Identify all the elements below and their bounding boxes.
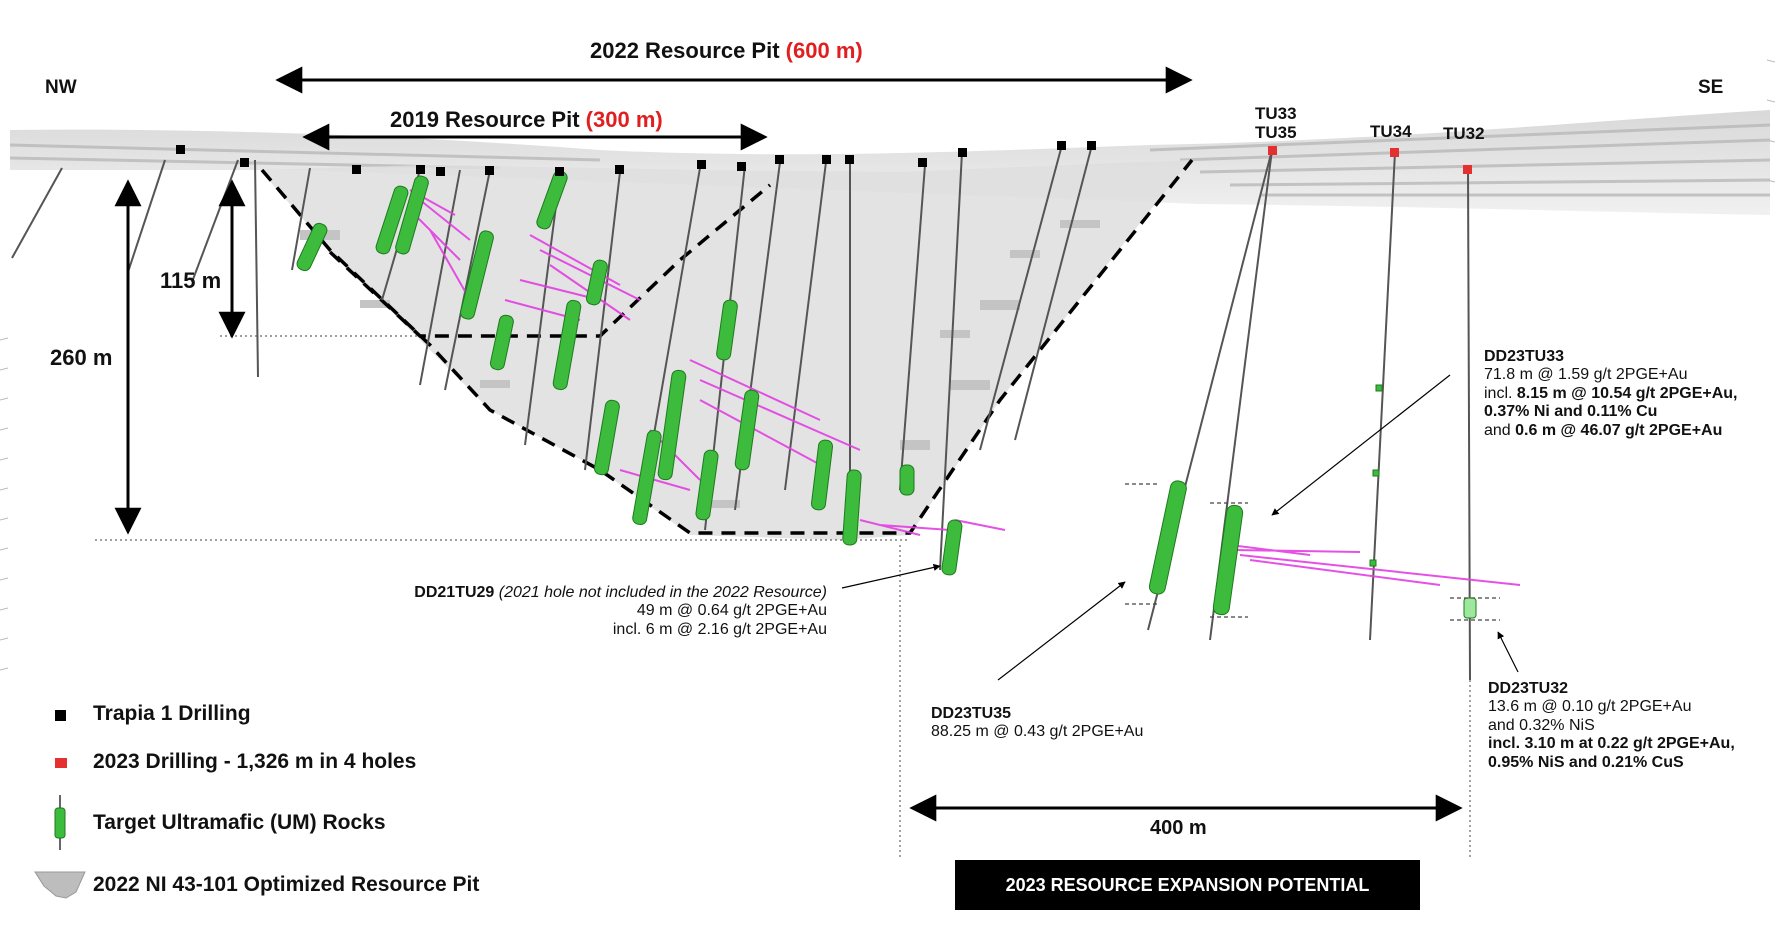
dd23tu33-line2-prefix: incl. [1484, 384, 1517, 402]
legend-2023-symbol [55, 758, 67, 768]
hole-tu33-label: TU33 [1255, 104, 1297, 123]
annotation-dd23tu35: DD23TU35 88.25 m @ 0.43 g/t 2PGE+Au [931, 705, 1143, 742]
reference-lines [95, 335, 1471, 860]
dd23tu33-line4-bold: 0.6 m @ 46.07 g/t 2PGE+Au [1515, 421, 1723, 439]
dd23tu32-line3: incl. 3.10 m at 0.22 g/t 2PGE+Au, [1488, 735, 1735, 753]
direction-right-label: SE [1698, 77, 1724, 98]
frame-edge-ticks [0, 59, 1775, 671]
spacing-400-label: 400 m [1150, 817, 1207, 839]
pit-2022-label: 2022 Resource Pit [590, 38, 780, 63]
pit-2019-title: 2019 Resource Pit (300 m) [390, 107, 663, 132]
dd21tu29-line1: 49 m @ 0.64 g/t 2PGE+Au [636, 602, 827, 620]
dd23tu33-line2: incl. 8.15 m @ 10.54 g/t 2PGE+Au, [1484, 385, 1738, 403]
legend-pit-label: 2022 NI 43-101 Optimized Resource Pit [93, 873, 480, 896]
dd23tu33-line3: 0.37% Ni and 0.11% Cu [1484, 403, 1658, 421]
pit-2022-title: 2022 Resource Pit (600 m) [590, 38, 863, 63]
dd23tu33-line2-bold: 8.15 m @ 10.54 g/t 2PGE+Au, [1516, 384, 1738, 402]
dd21tu29-header: DD21TU29 (2021 hole not included in the … [362, 584, 827, 602]
dd23tu32-line4: 0.95% NiS and 0.21% CuS [1488, 753, 1684, 771]
pit-2022-outline [260, 158, 1194, 535]
hole-tu32-label: TU32 [1443, 124, 1485, 143]
legend-trapia-symbol [55, 710, 66, 721]
dd23tu35-title: DD23TU35 [931, 705, 1012, 722]
dd23tu35-line1: 88.25 m @ 0.43 g/t 2PGE+Au [931, 723, 1144, 741]
depth-260-label: 260 m [50, 345, 113, 370]
annotation-dd23tu33: DD23TU33 71.8 m @ 1.59 g/t 2PGE+Au incl.… [1484, 348, 1738, 440]
legend-um-label: Target Ultramafic (UM) Rocks [93, 811, 386, 834]
interval-ticks [1125, 483, 1500, 621]
trapia-collars [176, 141, 1096, 176]
hole-tu35-label: TU35 [1255, 123, 1297, 142]
dd21tu29-line2: incl. 6 m @ 2.16 g/t 2PGE+Au [612, 620, 827, 638]
direction-left-label: NW [45, 77, 77, 98]
depth-115-label: 115 m [160, 268, 222, 293]
hole-tu34-label: TU34 [1370, 122, 1412, 141]
leader-lines [841, 374, 1519, 681]
dd23tu32-line2: and 0.32% NiS [1488, 716, 1595, 734]
legend-um-symbol [54, 795, 66, 850]
dd23tu33-line4: and 0.6 m @ 46.07 g/t 2PGE+Au [1484, 422, 1738, 440]
dd23tu32-title: DD23TU32 [1488, 680, 1569, 697]
dd21tu29-note: (2021 hole not included in the 2022 Reso… [498, 584, 827, 601]
dd23tu33-title: DD23TU33 [1484, 348, 1565, 365]
annotation-dd21tu29: DD21TU29 (2021 hole not included in the … [362, 584, 827, 639]
drilling-2023-collars [1268, 146, 1472, 174]
annotation-dd23tu32: DD23TU32 13.6 m @ 0.10 g/t 2PGE+Au and 0… [1488, 680, 1735, 772]
dd23tu33-line4-prefix: and [1484, 421, 1516, 439]
legend-trapia-label: Trapia 1 Drilling [93, 702, 251, 725]
pit-2019-width: (300 m) [585, 107, 663, 132]
um-rock-intervals [296, 170, 1477, 619]
pit-2019-label: 2019 Resource Pit [390, 107, 580, 132]
pit-2022-width: (600 m) [785, 38, 863, 63]
terrain-surface [10, 110, 1770, 215]
legend-2023-label: 2023 Drilling - 1,326 m in 4 holes [93, 750, 417, 773]
legend-pit-symbol [34, 871, 86, 899]
dd23tu32-line1: 13.6 m @ 0.10 g/t 2PGE+Au [1488, 698, 1692, 716]
terrain-striations [9, 123, 1771, 197]
dd23tu33-line1: 71.8 m @ 1.59 g/t 2PGE+Au [1484, 366, 1688, 384]
dd21tu29-title: DD21TU29 [414, 584, 495, 601]
expansion-banner: 2023 RESOURCE EXPANSION POTENTIAL [955, 860, 1420, 910]
